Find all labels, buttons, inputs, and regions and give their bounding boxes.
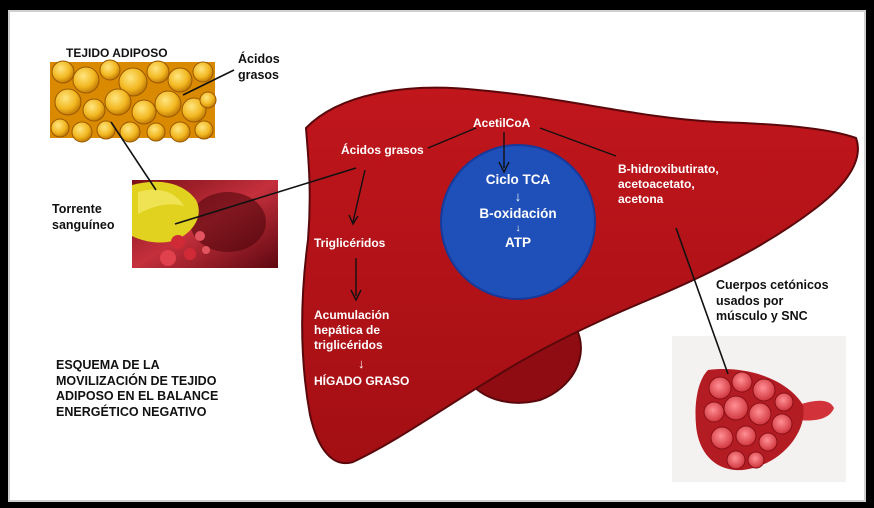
fat-cell <box>105 89 131 115</box>
fat-cell <box>155 91 181 117</box>
fat-cell <box>147 123 165 141</box>
muscle-fiber <box>753 379 775 401</box>
fat-cell <box>168 68 192 92</box>
caption-line2: MOVILIZACIÓN DE TEJIDO <box>56 374 218 390</box>
muscle-fiber <box>736 426 756 446</box>
fat-cell <box>170 122 190 142</box>
adipose-tissue-image <box>50 60 216 142</box>
muscle-fiber <box>759 433 777 451</box>
accumulation-line3: triglicéridos <box>314 338 389 353</box>
tca-down-arrow: ↓ <box>462 189 574 206</box>
accumulation-line1: Acumulación <box>314 308 389 323</box>
fat-cell <box>52 61 74 83</box>
adipose-fatty-acids-line2: grasos <box>238 68 280 84</box>
muscle-fiber <box>709 377 731 399</box>
fat-cell <box>51 119 69 137</box>
tca-label: Ciclo TCA <box>462 172 574 189</box>
fat-cell <box>147 61 169 83</box>
ketone-bodies-label: Cuerpos cetónicos usados por músculo y S… <box>716 278 829 325</box>
accumulation-down-arrow: ↓ <box>358 356 365 372</box>
fatty-liver-label: HÍGADO GRASO <box>314 374 409 389</box>
adipose-title: TEJIDO ADIPOSO <box>66 46 168 61</box>
accumulation-line2: hepática de <box>314 323 389 338</box>
diagram-caption: ESQUEMA DE LA MOVILIZACIÓN DE TEJIDO ADI… <box>56 358 218 421</box>
diagram-artwork <box>8 10 866 502</box>
adipose-fatty-acids-label: Ácidos grasos <box>238 52 280 83</box>
atp-label: ATP <box>462 235 574 252</box>
ketone-bodies-line3: músculo y SNC <box>716 309 829 325</box>
muscle-fiber <box>704 402 724 422</box>
fat-cell <box>55 89 81 115</box>
ketones-line2: acetoacetato, <box>618 177 719 192</box>
cycle-text: Ciclo TCA ↓ B-oxidación ↓ ATP <box>462 172 574 252</box>
caption-line4: ENERGÉTICO NEGATIVO <box>56 405 218 421</box>
muscle-fiber <box>772 414 792 434</box>
diagram-canvas: TEJIDO ADIPOSO Ácidos grasos Torrente sa… <box>8 10 866 502</box>
liver-fatty-acids-label: Ácidos grasos <box>341 143 424 158</box>
ketone-bodies-line2: usados por <box>716 294 829 310</box>
bloodstream-line1: Torrente <box>52 202 115 218</box>
ketone-bodies-line1: Cuerpos cetónicos <box>716 278 829 294</box>
bloodstream-label: Torrente sanguíneo <box>52 202 115 233</box>
fat-cell <box>73 67 99 93</box>
muscle-fiber <box>748 452 764 468</box>
fat-cell <box>195 121 213 139</box>
acetylcoa-label: AcetilCoA <box>473 116 530 131</box>
muscle-fiber <box>775 393 793 411</box>
beta-oxidation-label: B-oxidación <box>462 206 574 223</box>
muscle-fiber <box>732 372 752 392</box>
fat-cell <box>83 99 105 121</box>
muscle-fiber <box>727 451 745 469</box>
ketones-line1: B-hidroxibutirato, <box>618 162 719 177</box>
fat-cell <box>193 62 213 82</box>
muscle-fiber <box>749 403 771 425</box>
fat-cell <box>132 100 156 124</box>
muscle-fiber <box>711 427 733 449</box>
fat-cell <box>200 92 216 108</box>
muscle-fiber <box>724 396 748 420</box>
adipose-fatty-acids-line1: Ácidos <box>238 52 280 68</box>
muscle-image <box>672 336 846 482</box>
ketones-label: B-hidroxibutirato, acetoacetato, acetona <box>618 162 719 207</box>
bloodstream-image <box>132 180 278 268</box>
caption-line3: ADIPOSO EN EL BALANCE <box>56 389 218 405</box>
caption-line1: ESQUEMA DE LA <box>56 358 218 374</box>
bloodstream-line2: sanguíneo <box>52 218 115 234</box>
ketones-line3: acetona <box>618 192 719 207</box>
beta-down-arrow: ↓ <box>462 223 574 236</box>
accumulation-label: Acumulación hepática de triglicéridos <box>314 308 389 353</box>
fat-cell <box>100 60 120 80</box>
fat-cell <box>72 122 92 142</box>
triglycerides-label: Triglicéridos <box>314 236 385 251</box>
